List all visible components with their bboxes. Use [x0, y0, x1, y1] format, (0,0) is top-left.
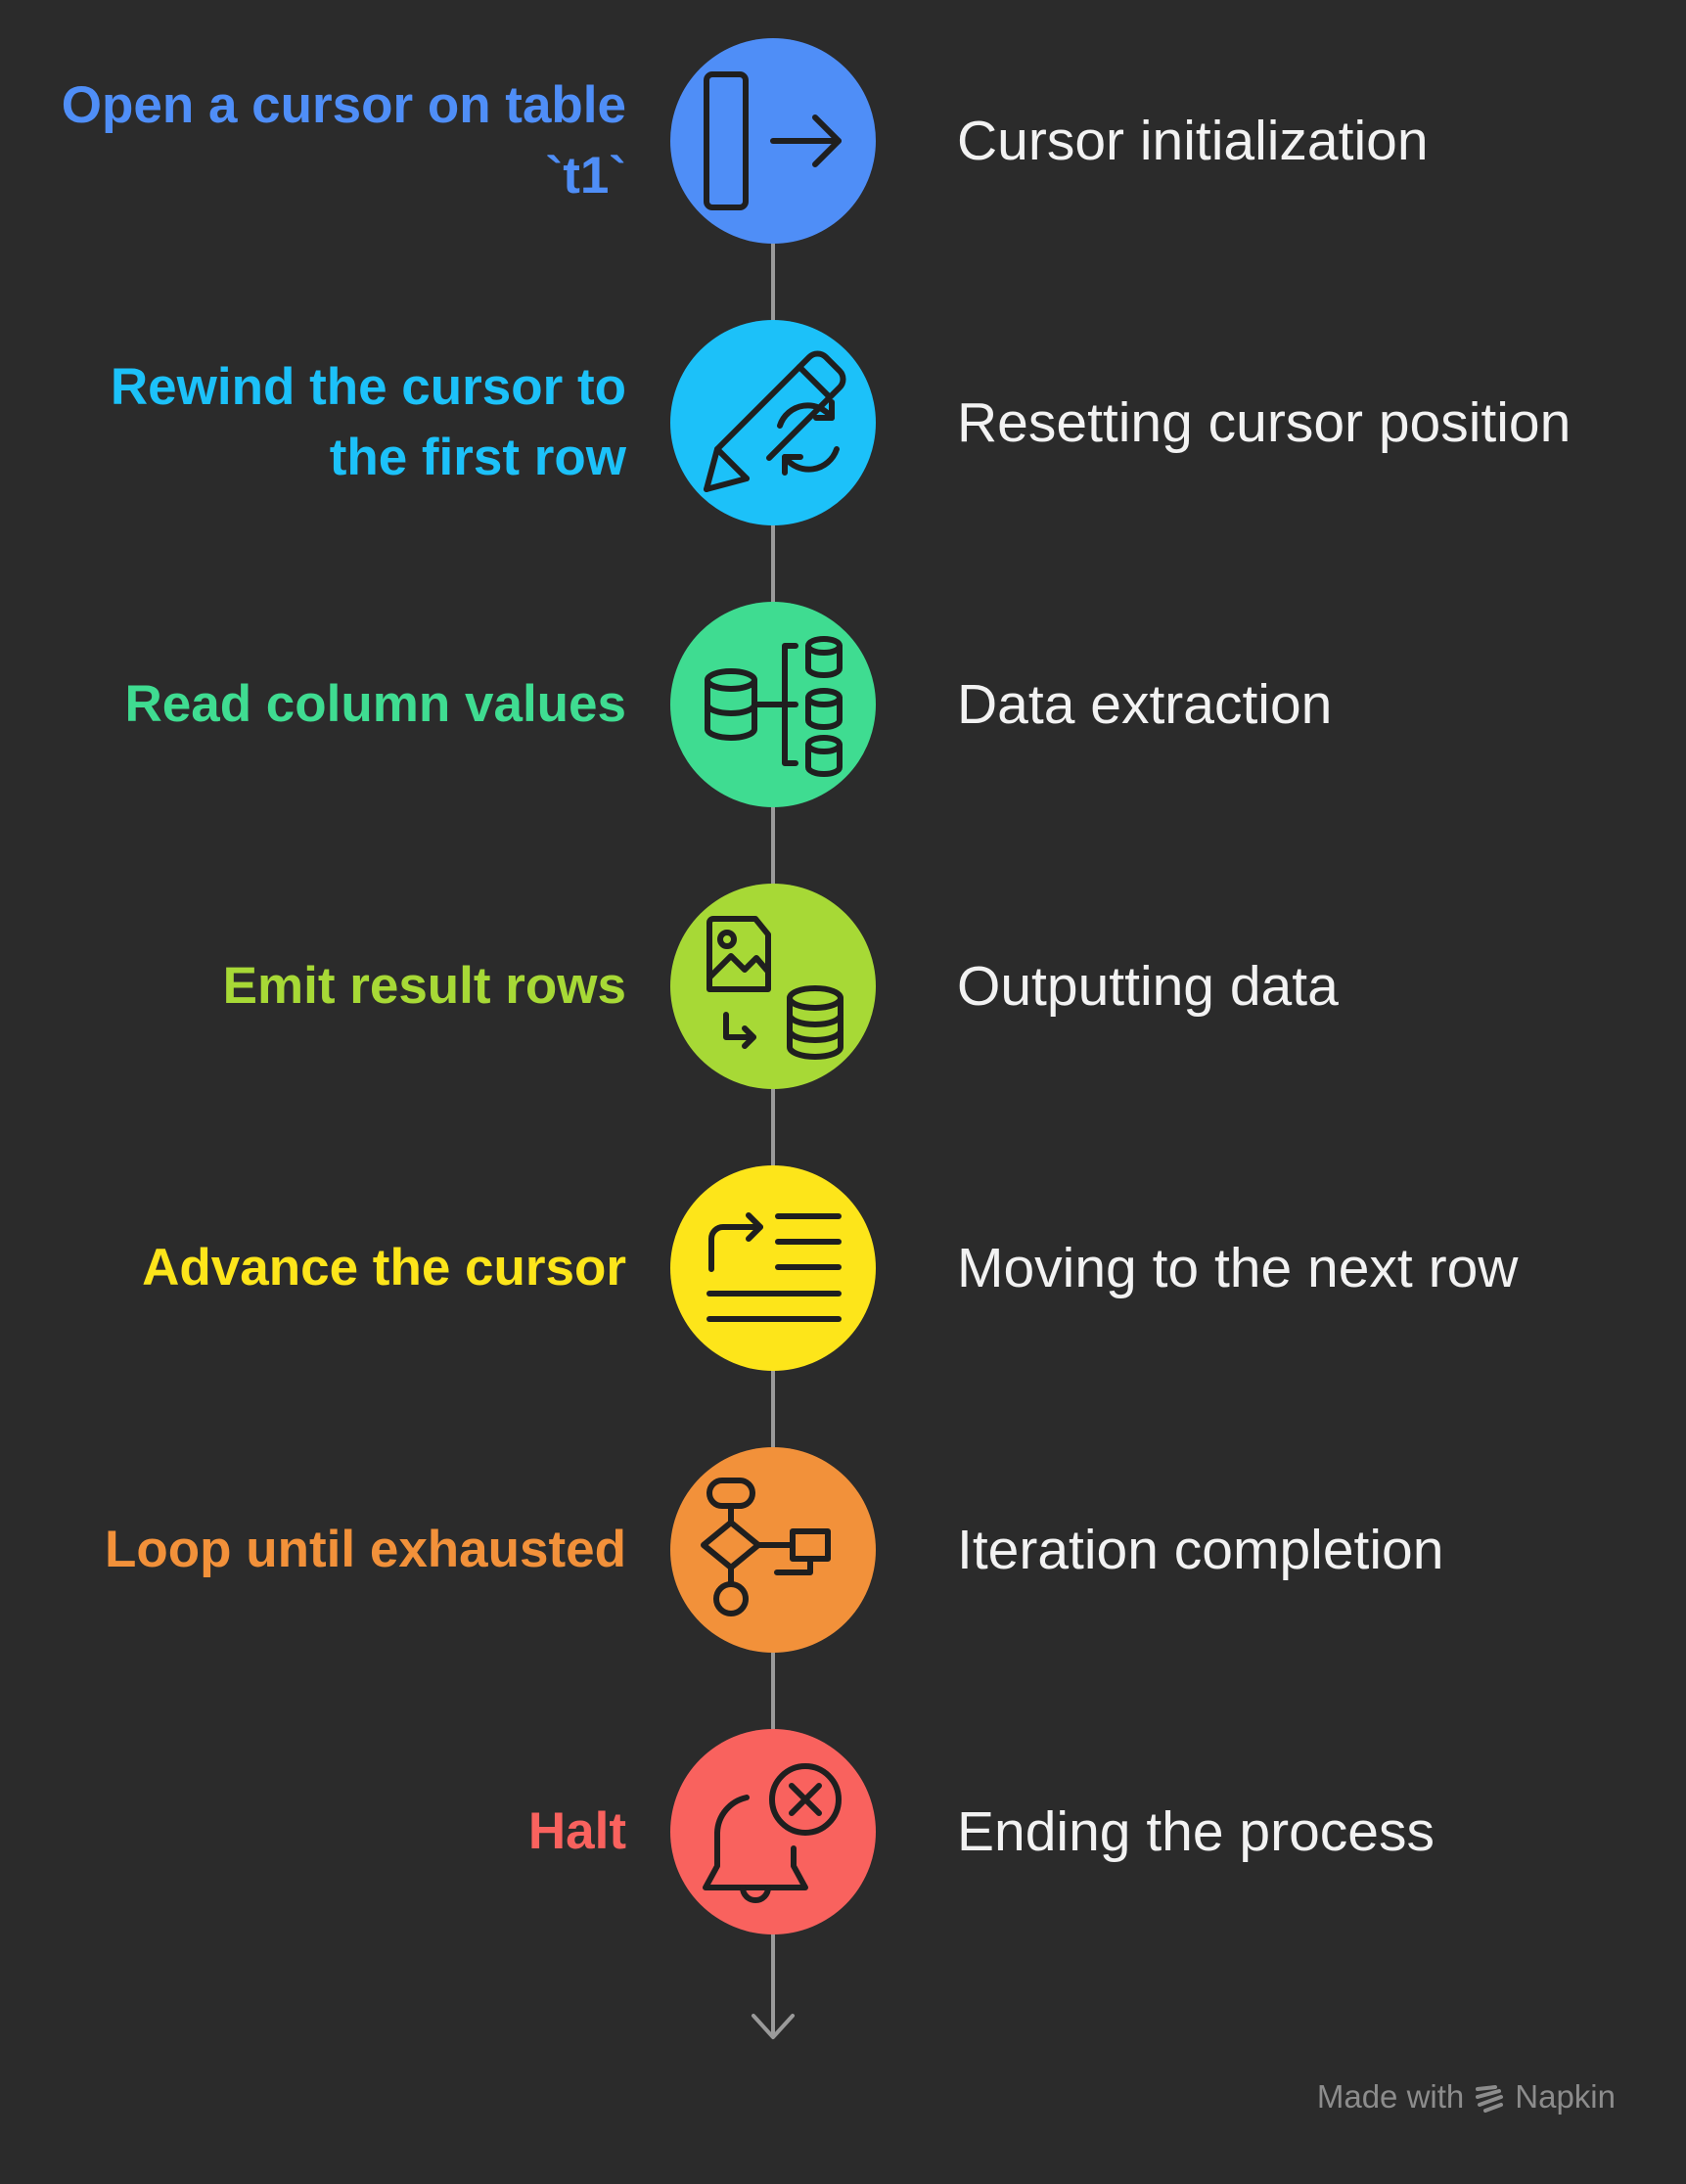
step-description: Data extraction [957, 673, 1333, 736]
image-to-database-icon [706, 916, 843, 1060]
step-circle [670, 884, 876, 1089]
step-title: Emit result rows [222, 957, 626, 1015]
step-description: Iteration completion [957, 1519, 1444, 1581]
bell-cancel-icon [703, 1763, 842, 1903]
napkin-logo-icon [1476, 2085, 1504, 2113]
step-title: Read column values [124, 675, 626, 733]
forward-lines-icon [706, 1212, 842, 1322]
step-circle [670, 1165, 876, 1371]
step-description: Cursor initialization [957, 110, 1429, 172]
step-description: Resetting cursor position [957, 391, 1572, 454]
step-advance-cursor: Advance the cursor Moving to the next ro… [0, 1165, 1686, 1371]
down-arrow-icon [752, 2014, 795, 2039]
step-loop: Loop until exhausted Iteration completio… [0, 1447, 1686, 1653]
step-title: Halt [527, 1802, 626, 1860]
database-columns-icon [705, 636, 843, 777]
step-title: Rewind the cursor to the first row [110, 358, 626, 486]
step-open-cursor: Open a cursor on table `t1` Cursor initi… [0, 38, 1686, 244]
step-title: Open a cursor on table `t1` [61, 76, 626, 205]
step-halt: Halt Ending the process [0, 1729, 1686, 1934]
step-title: Advance the cursor [142, 1239, 626, 1297]
flowchart-icon [701, 1478, 831, 1616]
step-circle [670, 602, 876, 807]
step-description: Outputting data [957, 955, 1339, 1018]
pencil-refresh-icon [704, 350, 846, 492]
step-description: Moving to the next row [957, 1237, 1519, 1299]
step-title: Loop until exhausted [105, 1521, 626, 1578]
napkin-brand-label: Napkin [1515, 2078, 1616, 2115]
step-circle [670, 38, 876, 244]
step-emit-rows: Emit result rows Outputting data [0, 884, 1686, 1089]
made-with-napkin-footer: Made with Napkin [1317, 2078, 1616, 2116]
step-rewind-cursor: Rewind the cursor to the first row Reset… [0, 320, 1686, 525]
step-read-columns: Read column values Data extraction [0, 602, 1686, 807]
made-with-label: Made with [1316, 2078, 1465, 2115]
open-cursor-icon [704, 71, 842, 210]
step-circle [670, 1729, 876, 1934]
step-circle [670, 1447, 876, 1653]
step-circle [670, 320, 876, 525]
step-description: Ending the process [957, 1800, 1435, 1863]
